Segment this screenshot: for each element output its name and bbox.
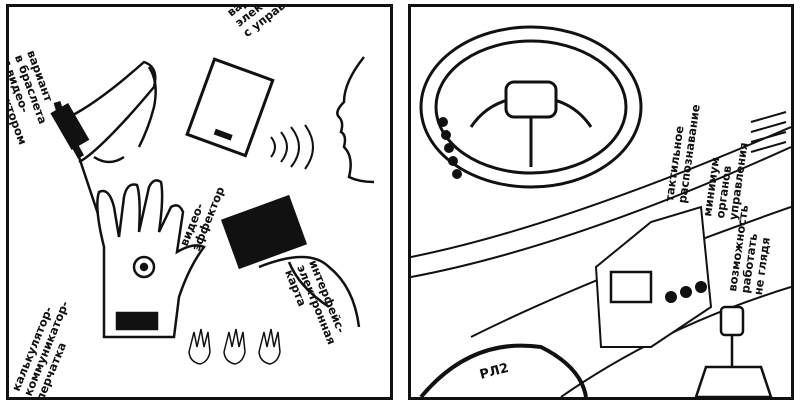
gear-shift-drawing (694, 305, 773, 397)
bracelet-caption: вариант в браслета с видео- эффектором (9, 48, 67, 146)
lower-wheel-drawing (419, 343, 588, 397)
small-hands-drawing (188, 328, 281, 365)
glove-video-effector-caption: видео- эффектор (177, 180, 228, 253)
face-profile-drawing (336, 56, 375, 184)
left-illustration-panel: вариант в браслета с видео- эффектором в… (6, 4, 393, 400)
center-console-drawing (594, 205, 713, 348)
voice-card-caption: вариант электронной карты с управлением … (224, 7, 373, 40)
right-illustration-panel: РЛ2 тактильное распознавание минимум орг… (408, 4, 794, 400)
dial-buttons-drawing (438, 117, 462, 179)
vent-drawing (750, 111, 787, 153)
glove-drawing (96, 179, 206, 339)
right-illustration: РЛ2 тактильное распознавание минимум орг… (411, 25, 791, 397)
voice-card-drawing (185, 57, 314, 170)
interface-card-drawing (220, 194, 361, 328)
badge-text: РЛ2 (478, 361, 510, 383)
steering-wheel-drawing (419, 25, 643, 189)
calculator-glove-caption: калькулятор- коммуникатор- перчатка (9, 290, 85, 397)
left-illustration: вариант в браслета с видео- эффектором в… (9, 7, 375, 397)
interface-card-caption: интерфейс- электронная карта (282, 258, 352, 355)
